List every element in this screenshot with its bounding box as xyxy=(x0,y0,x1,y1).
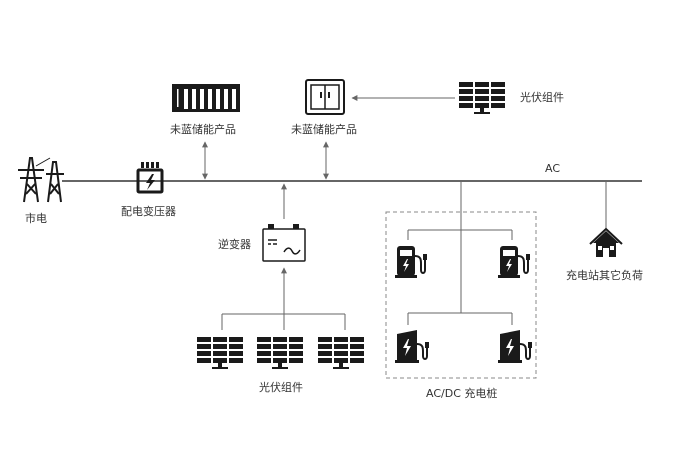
ac-charger-icon xyxy=(394,245,428,279)
dc-charger-icon xyxy=(497,329,533,364)
house-icon xyxy=(589,227,623,257)
storage-right-label: 未蓝储能产品 xyxy=(291,122,357,136)
pv-bottom-label: 光伏组件 xyxy=(259,380,303,394)
transformer-icon xyxy=(136,162,164,194)
charger-group-box xyxy=(385,211,537,379)
grid-label: 市电 xyxy=(25,211,47,225)
pv-panel-icon xyxy=(257,337,303,369)
pv-panel-icon xyxy=(197,337,243,369)
ac-label: AC xyxy=(545,162,560,175)
pv-top-label: 光伏组件 xyxy=(520,90,564,104)
pv-top-panel-icon xyxy=(459,82,505,114)
storage-cabinet-icon xyxy=(305,79,345,115)
transformer-label: 配电变压器 xyxy=(121,204,176,218)
other-load-label: 充电站其它负荷 xyxy=(566,268,643,282)
storage-left-label: 未蓝储能产品 xyxy=(170,122,236,136)
dc-charger-icon xyxy=(394,329,430,364)
chargers-label: AC/DC 充电桩 xyxy=(426,386,497,400)
ac-charger-icon xyxy=(497,245,531,279)
inverter-label: 逆变器 xyxy=(218,237,251,251)
pylon-icon xyxy=(18,157,64,203)
inverter-icon xyxy=(262,224,306,262)
pv-panel-icon xyxy=(318,337,364,369)
storage-container-icon xyxy=(172,84,240,112)
